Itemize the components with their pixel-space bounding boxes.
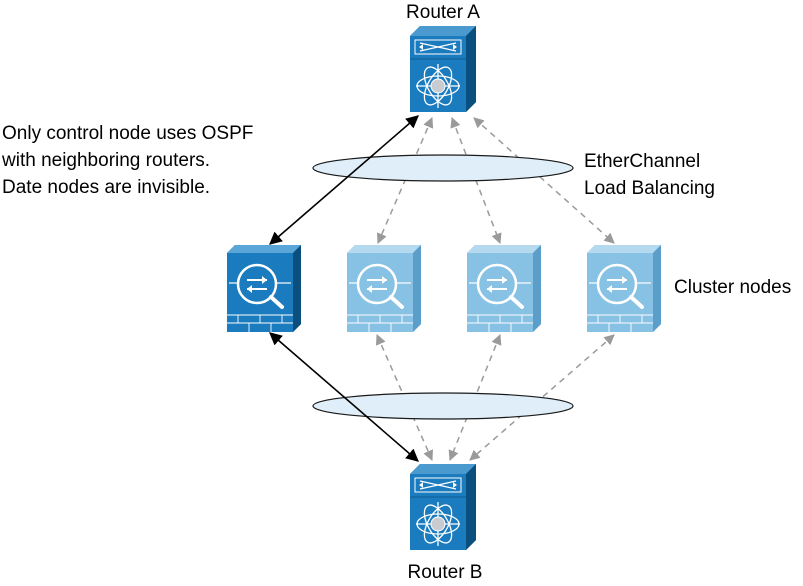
ospf-note-line: with neighboring routers. xyxy=(1,150,210,171)
control-link-bottom xyxy=(269,332,419,462)
etherchannel-ellipse-bottom xyxy=(312,392,574,420)
cluster-nodes-label: Cluster nodes xyxy=(674,277,791,298)
data-node-icon xyxy=(467,245,541,332)
router-a-icon xyxy=(410,26,476,112)
ospf-note: Only control node uses OSPF with neighbo… xyxy=(1,123,253,198)
control-node-icon xyxy=(227,245,301,332)
router-b-icon xyxy=(410,464,476,550)
etherchannel-label-line: Load Balancing xyxy=(584,178,715,199)
dashed-link xyxy=(473,117,615,244)
control-link-top xyxy=(269,115,419,245)
dashed-link xyxy=(469,334,615,461)
etherchannel-label: EtherChannel Load Balancing xyxy=(584,151,715,199)
router-b-label: Router B xyxy=(408,562,483,583)
data-node-icon xyxy=(347,245,421,332)
etherchannel-ellipse-top xyxy=(312,154,574,182)
router-a-label: Router A xyxy=(406,2,480,23)
ospf-note-line: Only control node uses OSPF xyxy=(2,123,253,144)
ospf-note-line: Date nodes are invisible. xyxy=(2,177,210,198)
etherchannel-label-line: EtherChannel xyxy=(584,151,700,172)
data-node-icon xyxy=(587,245,661,332)
